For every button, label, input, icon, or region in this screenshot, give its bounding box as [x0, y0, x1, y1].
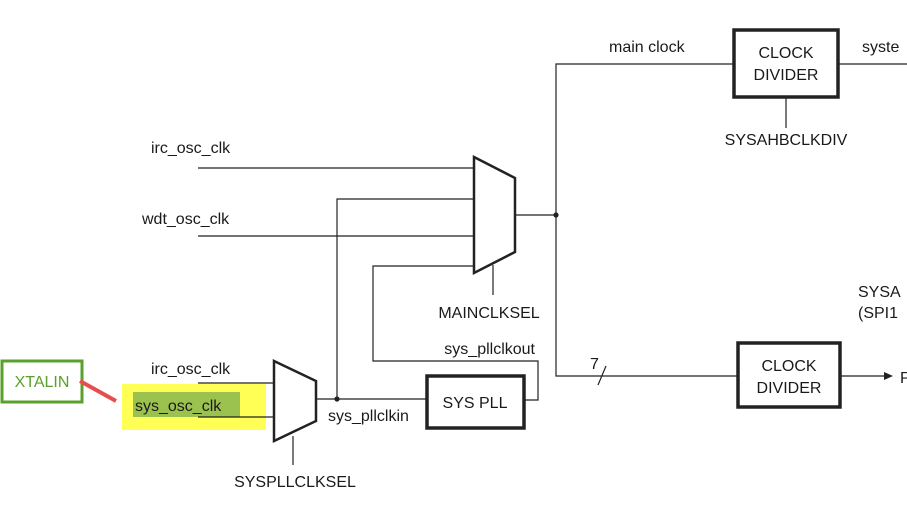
- sys-pllclkin-label: sys_pllclkin: [328, 408, 409, 425]
- main-clock-label: main clock: [609, 39, 686, 56]
- irc-osc-clk-pll-label: irc_osc_clk: [151, 361, 231, 378]
- sys-pll-block: [425, 374, 526, 430]
- green-text-highlight: [133, 392, 240, 417]
- system-clock-label: syste: [862, 39, 899, 56]
- divider-bottom-line1: CLOCK: [761, 358, 816, 375]
- sys-pll-label: SYS PLL: [443, 395, 508, 412]
- divider-top-line2: DIVIDER: [754, 67, 819, 84]
- xtalin-label: XTALIN: [15, 374, 70, 391]
- clock-divider-top: [732, 28, 840, 99]
- spi1-label: (SPI1: [858, 305, 898, 322]
- sys-pllclkout-label: sys_pllclkout: [444, 341, 535, 358]
- lower-output-label: P: [900, 370, 907, 387]
- sys-osc-clk-label: sys_osc_clk: [135, 398, 222, 415]
- sysahbclkdiv-label: SYSAHBCLKDIV: [725, 132, 848, 149]
- main-clock-mux: [472, 154, 517, 276]
- wdt-osc-clk-label: wdt_osc_clk: [141, 211, 230, 228]
- divider-bottom-line2: DIVIDER: [757, 380, 822, 397]
- syspllclksel-label: SYSPLLCLKSEL: [234, 474, 356, 491]
- sys-pll-clock-mux: [272, 359, 318, 443]
- sysa-label: SYSA: [858, 284, 901, 301]
- irc-osc-clk-label: irc_osc_clk: [151, 140, 231, 157]
- xtalin-callout: [0, 359, 84, 404]
- bus-width-label: 7: [590, 356, 599, 373]
- callout-connector: [79, 379, 117, 403]
- clock-divider-bottom: [736, 341, 842, 409]
- wires: [198, 63, 907, 465]
- divider-top-line1: CLOCK: [758, 45, 813, 62]
- mainclksel-label: MAINCLKSEL: [438, 305, 539, 322]
